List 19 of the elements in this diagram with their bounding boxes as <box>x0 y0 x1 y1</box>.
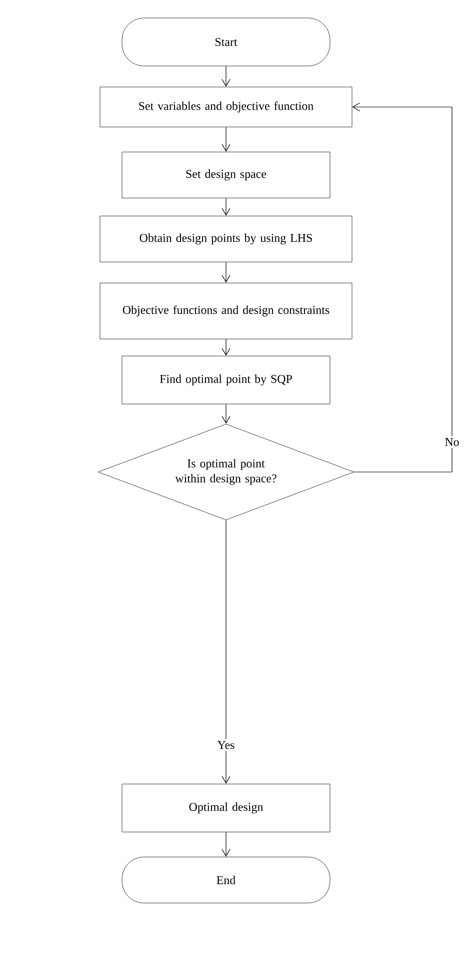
arrow <box>222 404 230 424</box>
process-box: Optimal design <box>122 784 330 832</box>
terminal-box: Start <box>122 18 330 66</box>
arrow <box>352 102 452 472</box>
edge-label: No <box>442 436 462 448</box>
process-box: Obtain design points by using LHS <box>100 216 352 262</box>
terminal-box: End <box>122 856 330 904</box>
arrow <box>222 262 230 283</box>
arrow <box>222 66 230 87</box>
process-box: Find optimal point by SQP <box>122 356 330 404</box>
arrow <box>222 198 230 216</box>
arrow <box>222 832 230 857</box>
process-box: Set design space <box>122 152 330 198</box>
edge-label: Yes <box>215 739 237 751</box>
arrow <box>222 520 230 784</box>
arrow <box>222 338 230 356</box>
process-box: Set variables and objective function <box>100 86 352 128</box>
arrow <box>222 126 230 152</box>
process-box: Objective functions and design constraints <box>100 282 352 340</box>
